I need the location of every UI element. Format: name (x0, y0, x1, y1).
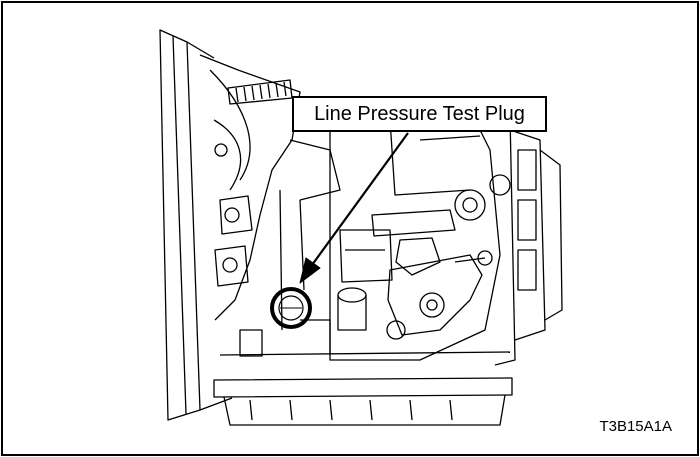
housing-body (199, 54, 341, 331)
figure-code: T3B15A1A (599, 418, 672, 435)
arrow-icon (299, 132, 409, 284)
callout-label: Line Pressure Test Plug (292, 96, 547, 132)
housing-flange (159, 29, 233, 421)
test-plug (270, 287, 312, 329)
side-cover (489, 114, 563, 366)
position-sensor (386, 237, 493, 340)
valve-body (329, 109, 511, 361)
oil-pan (213, 319, 513, 426)
